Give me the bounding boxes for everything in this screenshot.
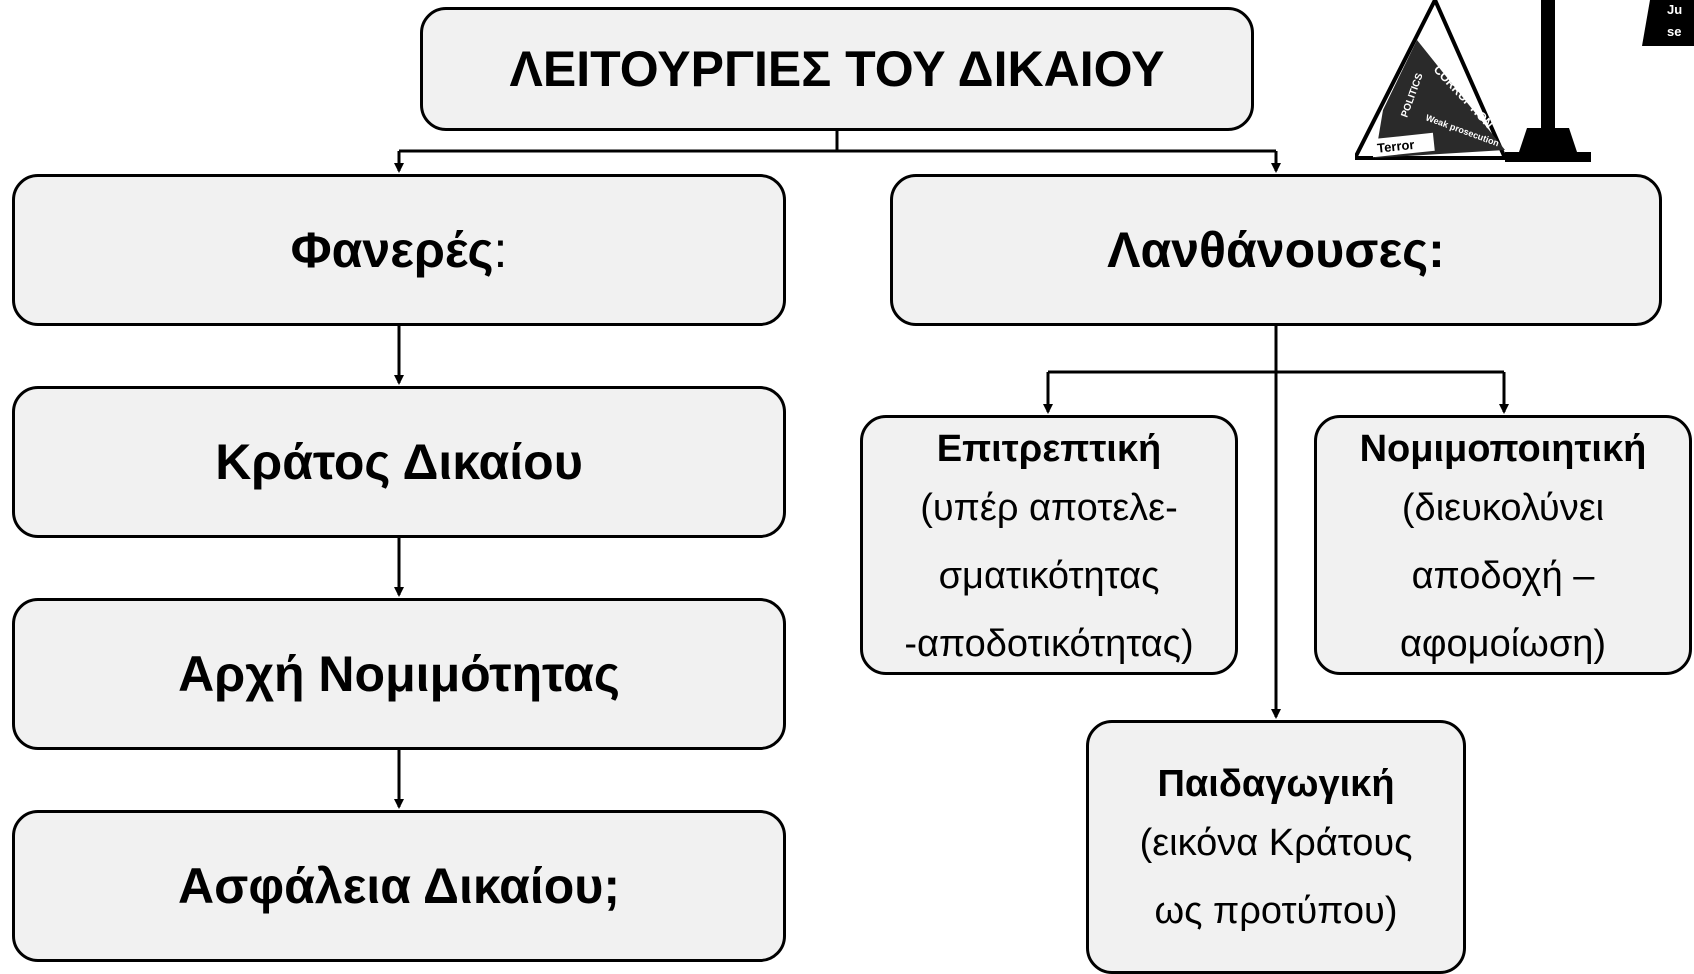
scale-base-upper (1519, 128, 1577, 152)
legitimizing-line: (διευκολύνει (1401, 486, 1605, 529)
label-ju: Ju (1667, 2, 1682, 17)
manifest-item: Κράτος Δικαίου (215, 433, 583, 490)
scale-base-lower (1505, 152, 1591, 162)
scale-pillar (1541, 0, 1555, 128)
latent-heading: Λανθάνουσες: (1107, 221, 1445, 278)
terror-tag (1371, 132, 1435, 158)
diagram-title: ΛΕΙΤΟΥΡΓΙΕΣ ΤΟΥ ΔΙΚΑΙΟΥ (509, 40, 1165, 97)
label-terror: Terror (1376, 137, 1415, 156)
scale-right-pan (1642, 0, 1694, 46)
manifest-item-box: Ασφάλεια Δικαίου; (12, 810, 786, 962)
permissive-line: (υπέρ αποτελε- (920, 486, 1178, 529)
manifest-item: Ασφάλεια Δικαίου; (178, 857, 620, 914)
legitimizing-heading: Νομιμοποιητική (1359, 428, 1647, 470)
legitimizing-line: αποδοχή – (1411, 554, 1595, 597)
manifest-heading: Φανερές (290, 221, 494, 278)
permissive-heading: Επιτρεπτική (936, 428, 1162, 470)
pedagogical-line: (εικόνα Κράτους (1139, 821, 1413, 864)
permissive-line: -αποδοτικότητας) (904, 623, 1194, 666)
permissive-line: σματικότητας (938, 554, 1160, 597)
manifest-heading-box: Φανερές: (12, 174, 786, 326)
scale-left-strings (1355, 0, 1509, 160)
pedagogical-box: Παιδαγωγική (εικόνα Κράτους ως προτύπου) (1086, 720, 1466, 974)
manifest-heading-colon: : (493, 221, 508, 278)
manifest-item-box: Κράτος Δικαίου (12, 386, 786, 538)
manifest-item-box: Αρχή Νομιμότητας (12, 598, 786, 750)
scale-left-load (1375, 40, 1505, 158)
legitimizing-line: αφομοίωση) (1399, 623, 1607, 666)
label-se: se (1667, 24, 1681, 39)
manifest-item: Αρχή Νομιμότητας (178, 645, 620, 702)
title-box: ΛΕΙΤΟΥΡΓΙΕΣ ΤΟΥ ΔΙΚΑΙΟΥ (420, 7, 1254, 131)
legitimizing-box: Νομιμοποιητική (διευκολύνει αποδοχή – αφ… (1314, 415, 1692, 675)
pedagogical-heading: Παιδαγωγική (1157, 763, 1395, 805)
pedagogical-line: ως προτύπου) (1154, 889, 1398, 932)
latent-heading-box: Λανθάνουσες: (890, 174, 1662, 326)
scales-of-justice-illustration: CORRUPTION POLITICS Weak prosecution Ter… (1355, 0, 1694, 162)
permissive-box: Επιτρεπτική (υπέρ αποτελε- σματικότητας … (860, 415, 1238, 675)
